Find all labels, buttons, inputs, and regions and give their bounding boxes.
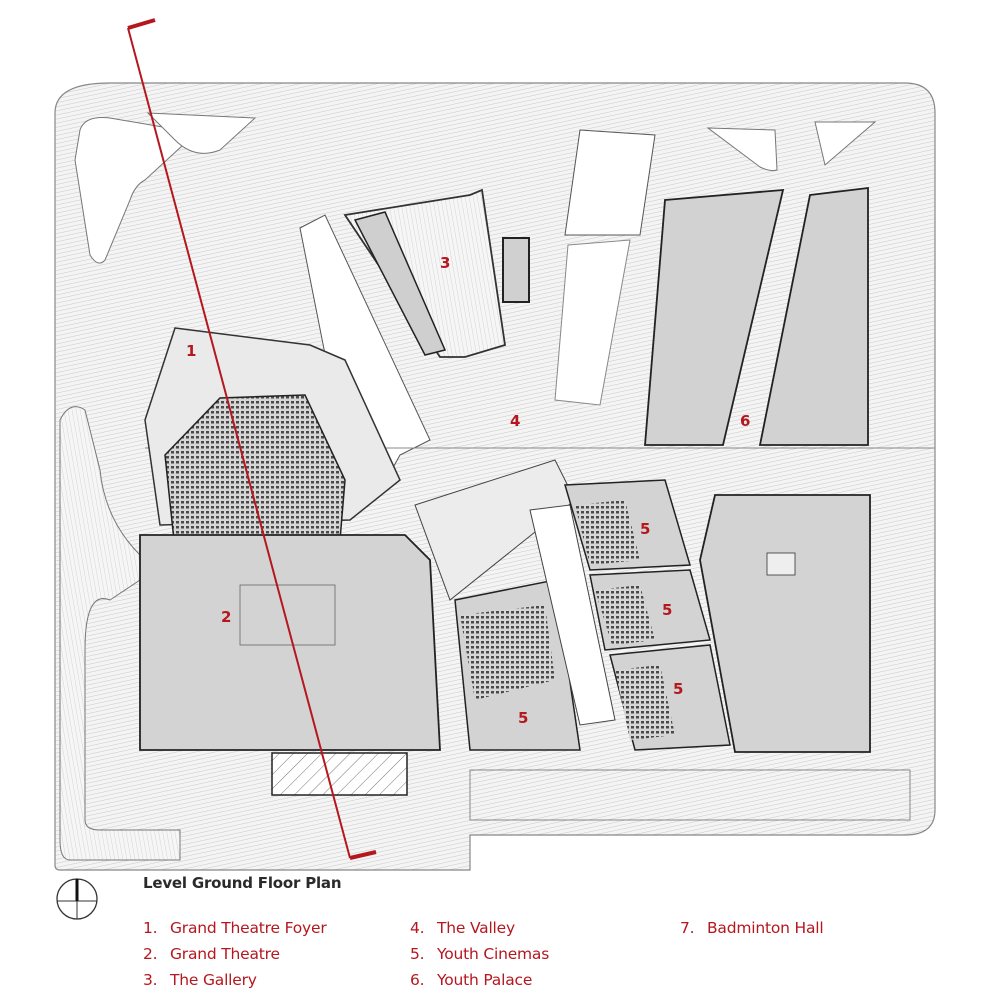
stage-grid [239,584,336,646]
legend-item: 4.The Valley [410,919,515,937]
plan-label-2: 2 [221,608,231,626]
valley-bridge [564,129,656,236]
plan-label-5-cinema3: 5 [673,680,683,698]
planter-ne-1 [706,127,778,172]
legend-item: 5.Youth Cinemas [410,945,550,963]
youth-palace-east [758,186,869,446]
plan-label-5-cinema1: 5 [640,520,650,538]
legend-item: 3.The Gallery [143,971,257,989]
legend-column-1: 1.Grand Theatre Foyer 2.Grand Theatre 3.… [143,915,327,993]
legend-item: 7.Badminton Hall [680,919,824,937]
badminton-grid [766,552,796,576]
gallery-core [353,211,447,356]
gallery-stair [502,237,530,303]
legend-item: 1.Grand Theatre Foyer [143,919,327,937]
legend-title: Level Ground Floor Plan [143,874,342,892]
plan-label-5-cinema2: 5 [662,601,672,619]
grand-theatre-stage [139,534,441,751]
north-arrow-icon [56,878,98,920]
south-street [469,769,911,821]
plan-label-3: 3 [440,254,450,272]
cinema-2-seats [595,585,655,645]
legend-column-2: 4.The Valley 5.Youth Cinemas 6.Youth Pal… [410,915,549,993]
badminton-hall [699,494,871,753]
youth-palace-west [644,188,785,446]
plan-label-4: 4 [510,412,520,430]
legend-item: 6.Youth Palace [410,971,533,989]
loading-dock [271,752,408,796]
planter-ne-2 [814,121,877,166]
plan-label-6: 6 [740,412,750,430]
landscape-wedge [146,112,257,154]
plan-label-5-large: 5 [518,709,528,727]
legend-column-3: 7.Badminton Hall [680,915,824,941]
landscape-island [74,117,187,264]
legend-item: 2.Grand Theatre [143,945,280,963]
section-cut-line [127,18,377,860]
west-ramp [59,406,181,861]
plan-label-1: 1 [186,342,196,360]
valley-void [554,239,631,406]
cinema-3-seats [615,665,675,740]
cinema-corridor [529,504,616,726]
cinema-1-seats [575,500,640,565]
cinema-large-seats [460,605,555,700]
